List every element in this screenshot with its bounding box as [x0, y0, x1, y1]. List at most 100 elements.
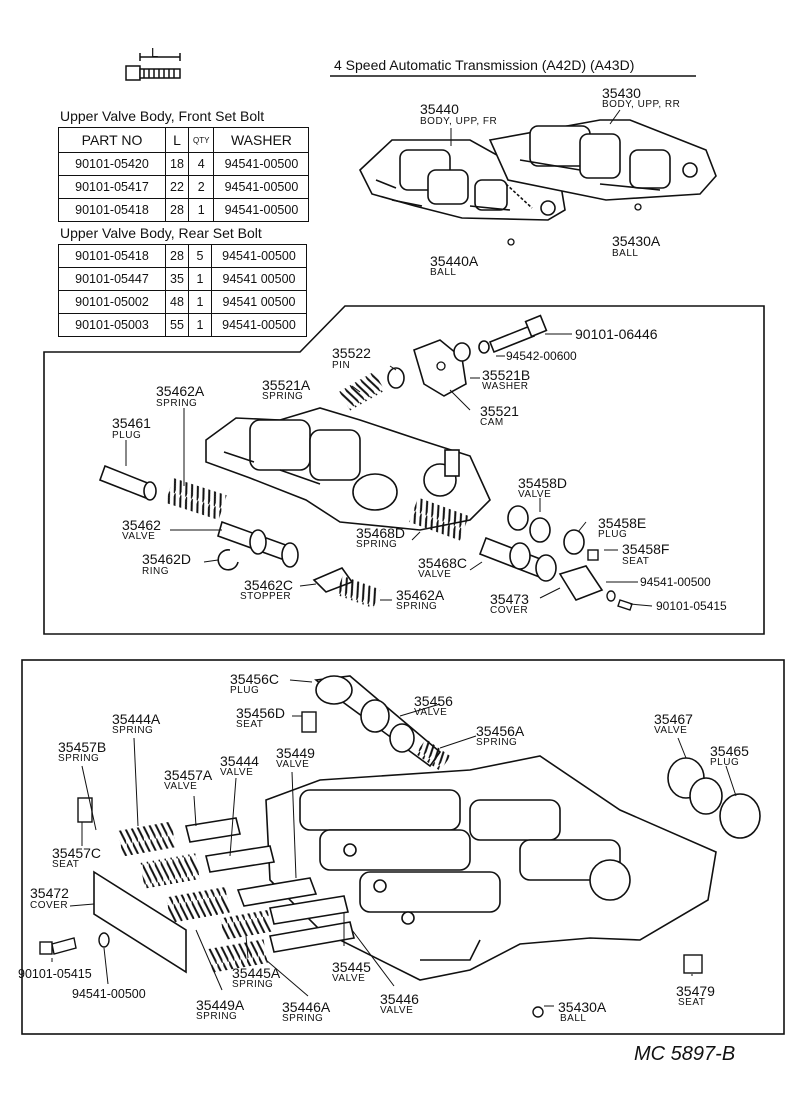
callout-35457a: 35457A	[164, 767, 213, 783]
callout-35440a-sub: BALL	[430, 267, 457, 278]
callout-35458e-sub: PLUG	[598, 529, 628, 540]
callout-35521: 35521	[480, 403, 519, 419]
callout-35446a-sub: SPRING	[282, 1013, 324, 1024]
callout-35465-sub: PLUG	[710, 757, 740, 768]
callout-35440a: 35440A	[430, 253, 479, 269]
table-rear-title: Upper Valve Body, Rear Set Bolt	[60, 225, 262, 241]
plug-35461	[98, 464, 157, 501]
callout-35458f-sub: SEAT	[622, 556, 650, 567]
callout-90101-06446: 90101-06446	[575, 326, 658, 342]
callout-35457c: 35457C	[52, 845, 102, 861]
valve-35462	[217, 520, 299, 568]
callout-35440-sub: BODY, UPP, FR	[420, 116, 498, 127]
callout-35449-sub: VALVE	[276, 759, 310, 770]
drawing-code: MC 5897-B	[634, 1043, 736, 1065]
valve-35446	[269, 921, 355, 953]
callout-35479-sub: SEAT	[678, 997, 706, 1008]
length-label: L	[151, 45, 159, 60]
page-title: 4 Speed Automatic Transmission (A42D) (A…	[334, 57, 635, 73]
callout-35473-sub: COVER	[490, 605, 529, 616]
callout-35456c-sub: PLUG	[230, 685, 260, 696]
callout-90101-05415: 90101-05415	[656, 599, 727, 613]
col-length: L	[165, 127, 189, 153]
spring-35462a	[165, 477, 227, 521]
callout-35446: 35446	[380, 991, 419, 1007]
valve-35444	[205, 845, 275, 873]
callout-35430a-lower-sub: BALL	[560, 1013, 587, 1024]
callout-35458e: 35458E	[598, 515, 647, 531]
valve-35468c	[478, 536, 557, 582]
callout-35473: 35473	[490, 591, 529, 607]
spring-35449a	[166, 886, 230, 924]
col-washer: WASHER	[213, 127, 310, 153]
spring-35456a	[415, 739, 451, 771]
callout-35430-sub: BODY, UPP, RR	[602, 99, 681, 110]
bolt-90101-06446	[478, 314, 548, 354]
callout-35462a-lower: 35462A	[396, 587, 445, 603]
callout-35430a-sub: BALL	[612, 248, 639, 259]
col-part-no: PART NO	[58, 127, 166, 153]
callout-35521b: 35521B	[482, 367, 531, 383]
callout-35446a: 35446A	[282, 999, 331, 1015]
callout-35468d-sub: SPRING	[356, 539, 398, 550]
callout-35467-sub: VALVE	[654, 725, 688, 736]
callout-35461: 35461	[112, 415, 151, 431]
callout-35444a: 35444A	[112, 711, 161, 727]
ring-35462d	[217, 549, 239, 571]
callout-35446-sub: VALVE	[380, 1005, 414, 1016]
callout-35465: 35465	[710, 743, 749, 759]
cover-35472	[93, 870, 187, 974]
callout-35457b-sub: SPRING	[58, 753, 100, 764]
valve-35445	[269, 895, 349, 925]
callout-35479: 35479	[676, 983, 715, 999]
callout-35472-sub: COVER	[30, 900, 69, 911]
cover-bolt-lower	[39, 932, 110, 955]
callout-35461-sub: PLUG	[112, 430, 142, 441]
callout-35456a: 35456A	[476, 723, 525, 739]
callout-35456c: 35456C	[230, 671, 280, 687]
upper-valve-body-rear	[488, 119, 717, 201]
seat-35479	[683, 954, 703, 974]
callout-94541-00500: 94541-00500	[640, 575, 711, 589]
callout-35449: 35449	[276, 745, 315, 761]
spring-35446a	[208, 939, 268, 973]
plug-35458e	[563, 529, 585, 555]
callout-35468c: 35468C	[418, 555, 468, 571]
callout-35445-sub: VALVE	[332, 973, 366, 984]
valve-35467	[667, 757, 723, 815]
upper-valve-body-front	[359, 139, 566, 221]
callout-35462-sub: VALVE	[122, 531, 156, 542]
callout-35445a: 35445A	[232, 965, 281, 981]
callout-35458d: 35458D	[518, 475, 568, 491]
ball-35440a	[507, 238, 515, 246]
callout-35457c-sub: SEAT	[52, 859, 80, 870]
callout-35462c-sub: STOPPER	[240, 591, 292, 602]
callout-35522: 35522	[332, 345, 371, 361]
valve-35457a	[185, 817, 241, 843]
callout-35468d: 35468D	[356, 525, 406, 541]
callout-35457a-sub: VALVE	[164, 781, 198, 792]
spring-35457b	[118, 821, 176, 857]
callout-35457b: 35457B	[58, 739, 107, 755]
callout-35467: 35467	[654, 711, 693, 727]
callout-35462a-sub: SPRING	[156, 398, 198, 409]
cover-35473	[558, 565, 604, 601]
valve-35458d	[507, 505, 551, 543]
ball-35430a	[634, 203, 642, 211]
callout-94541-00500-lower: 94541-00500	[72, 987, 146, 1001]
valve-35449	[236, 877, 318, 907]
lower-valve-body	[265, 755, 717, 981]
callout-35522-sub: PIN	[332, 360, 351, 371]
spring-35444a	[140, 853, 200, 889]
pin-35522	[387, 367, 405, 389]
washer-35521b	[453, 342, 471, 362]
callout-35468c-sub: VALVE	[418, 569, 452, 580]
callout-35458f: 35458F	[622, 541, 670, 557]
